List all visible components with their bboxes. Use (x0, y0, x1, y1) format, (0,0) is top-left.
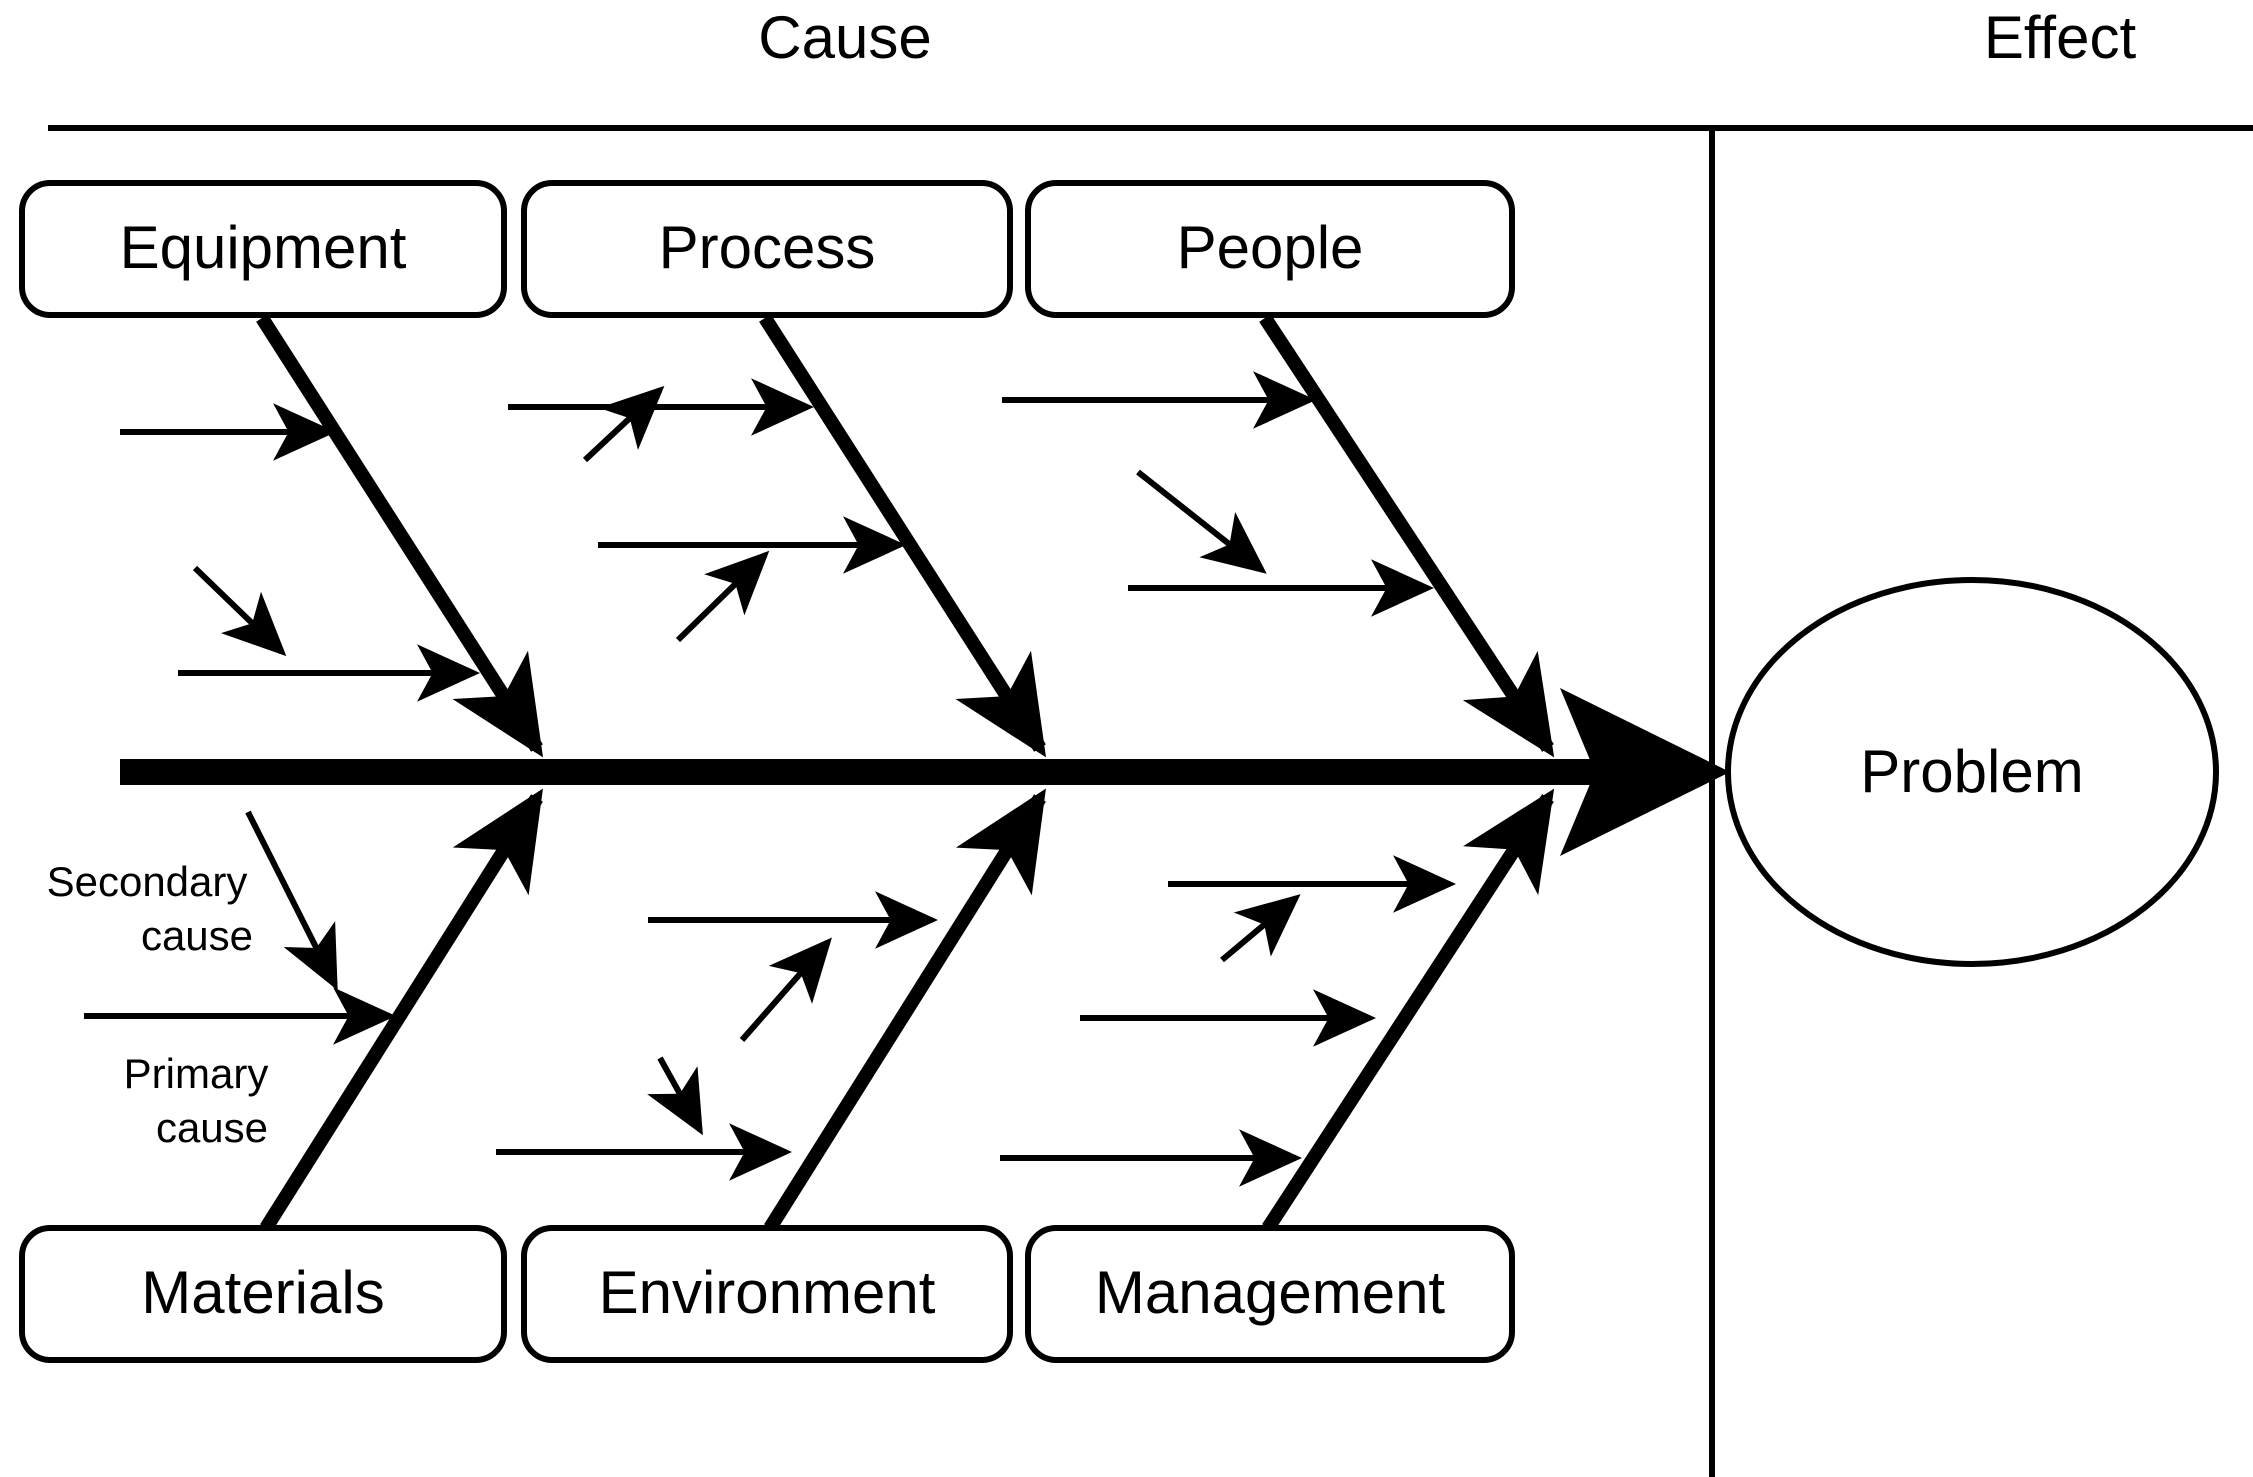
branch-line-equipment (256, 314, 544, 758)
effect-ellipse[interactable] (1725, 577, 2219, 967)
category-label-environment: Environment (599, 1259, 936, 1326)
category-box-people-shape[interactable] (1025, 180, 1515, 318)
primary-cause-label-line2: cause (156, 1104, 268, 1151)
branch-process (508, 314, 1047, 758)
category-label-equipment: Equipment (120, 214, 407, 281)
header-cause-label: Cause (758, 4, 931, 71)
category-box-equipment-shape[interactable] (19, 180, 507, 318)
branch-equipment (120, 314, 544, 758)
primary-cause-label-line1: Primary (124, 1050, 269, 1097)
sub-arrow-management-diagonal (1220, 894, 1301, 963)
category-box-environment-shape[interactable] (521, 1225, 1013, 1363)
category-box-management-shape[interactable] (1025, 1225, 1515, 1363)
category-box-materials[interactable]: Materials (19, 1225, 507, 1363)
category-label-process: Process (659, 214, 876, 281)
branch-materials: Secondary cause Primary cause (47, 788, 543, 1232)
branch-environment (496, 788, 1046, 1232)
category-box-equipment[interactable]: Equipment (19, 180, 507, 318)
secondary-cause-label-line1: Secondary (47, 858, 248, 905)
branch-line-management (1262, 788, 1555, 1232)
sub-arrow-process-diagonal-1 (582, 385, 665, 463)
branch-line-materials (260, 788, 543, 1232)
sub-arrow-process-diagonal-2 (675, 550, 770, 643)
category-label-management: Management (1095, 1259, 1446, 1326)
branch-line-people (1259, 314, 1555, 758)
sub-arrow-materials-secondary (245, 810, 338, 991)
spine-arrowhead (1560, 688, 1730, 856)
category-label-people: People (1177, 214, 1364, 281)
header-effect-label: Effect (1984, 4, 2137, 71)
sub-arrow-equipment-diagonal (192, 565, 287, 657)
effect-label: Problem (1860, 738, 2083, 805)
category-box-management[interactable]: Management (1025, 1225, 1515, 1363)
branch-line-environment (764, 788, 1046, 1232)
category-label-materials: Materials (141, 1259, 384, 1326)
branch-management (1000, 788, 1555, 1232)
sub-arrow-environment-diagonal-2 (647, 1056, 703, 1136)
category-box-environment[interactable]: Environment (521, 1225, 1013, 1363)
category-box-materials-shape[interactable] (19, 1225, 507, 1363)
branch-people (1002, 314, 1555, 758)
category-box-process-shape[interactable] (521, 180, 1013, 318)
secondary-cause-label-line2: cause (141, 912, 253, 959)
branch-line-process (759, 314, 1047, 758)
category-box-process[interactable]: Process (521, 180, 1013, 318)
sub-arrow-people-diagonal (1136, 469, 1267, 574)
sub-arrow-environment-diagonal-1 (739, 937, 832, 1042)
category-box-people[interactable]: People (1025, 180, 1515, 318)
